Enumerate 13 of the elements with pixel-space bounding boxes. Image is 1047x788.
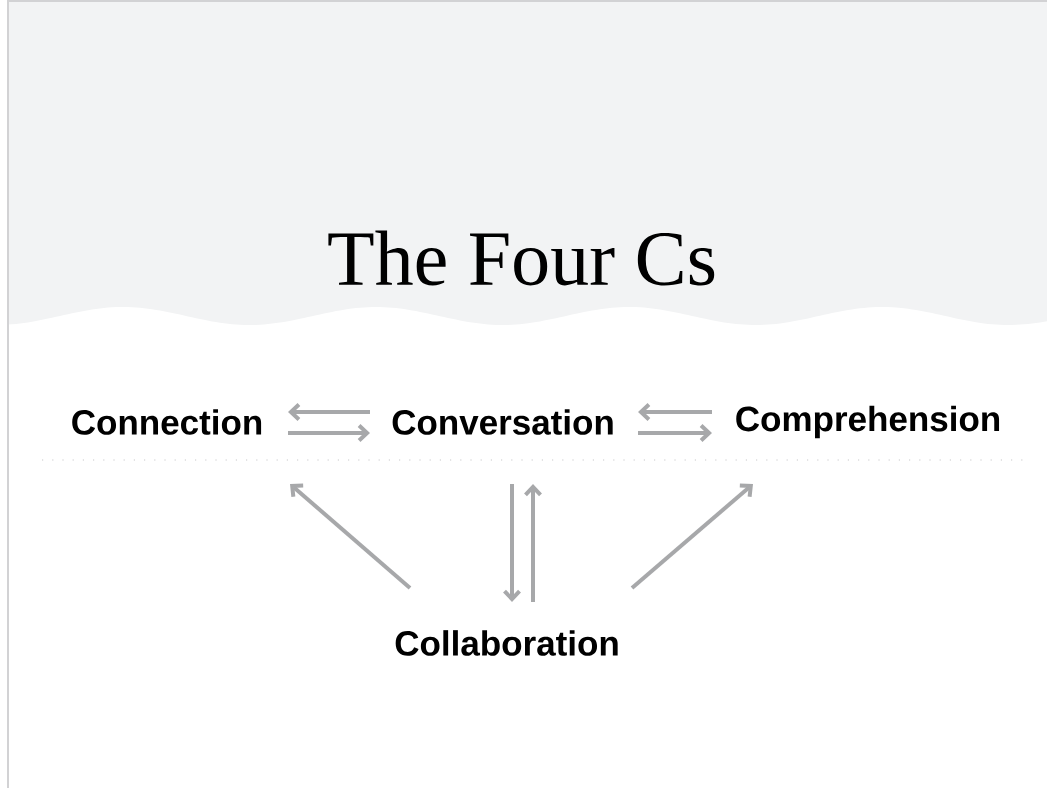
arrow — [638, 403, 712, 421]
node-label: Collaboration — [395, 630, 618, 656]
arrow — [290, 483, 412, 590]
node-label: Comprehension — [736, 405, 1000, 439]
node-label: Connection — [72, 409, 262, 435]
node-label: Conversation — [392, 409, 613, 435]
arrow — [288, 403, 370, 421]
arrow — [524, 484, 542, 602]
arrow — [503, 484, 521, 602]
arrow — [638, 424, 712, 442]
arrow — [630, 483, 753, 590]
title: The Four Cs — [328, 230, 715, 286]
arrow — [288, 424, 370, 442]
